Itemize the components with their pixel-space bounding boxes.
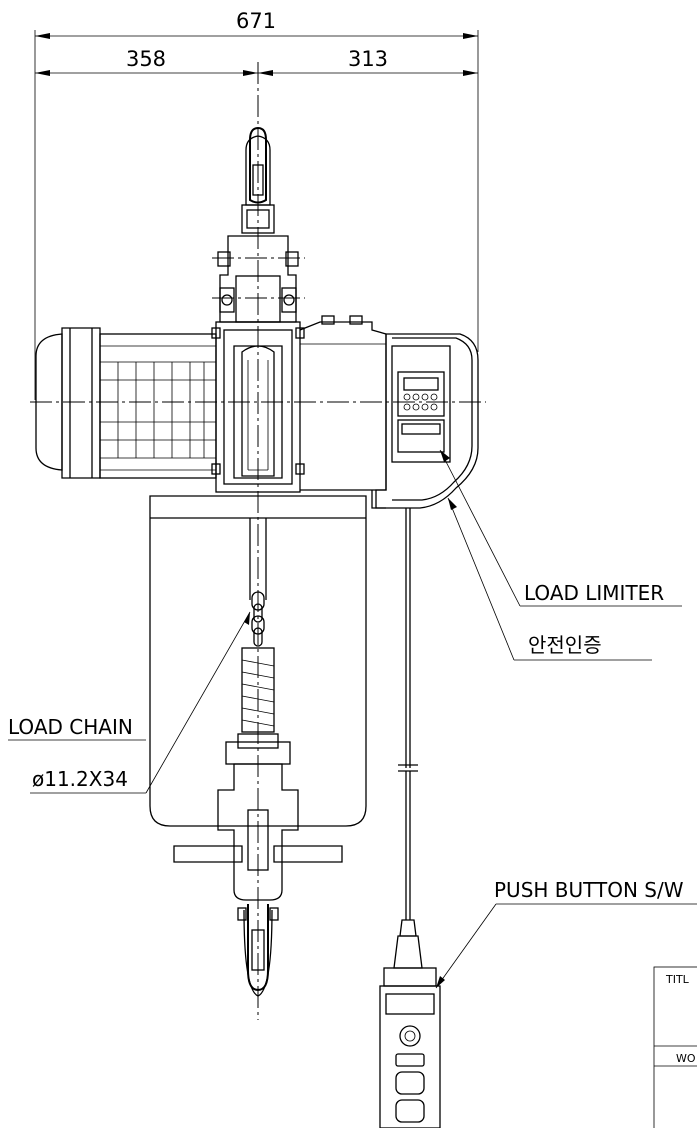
- gear-housing: [211, 321, 305, 493]
- bottom-hook-block: [173, 741, 343, 901]
- load-chain: [251, 591, 265, 647]
- load-chain-label: LOAD CHAIN: [8, 715, 133, 739]
- chain-spring: [237, 647, 279, 749]
- load-limiter-callout: LOAD LIMITER: [439, 449, 682, 607]
- gearbox-body: [299, 315, 387, 509]
- pendant-cable: [398, 508, 418, 920]
- right-dimension-text: 313: [348, 47, 388, 71]
- push-button-callout: PUSH BUTTON S/W: [435, 878, 697, 989]
- push-button-label: PUSH BUTTON S/W: [494, 878, 684, 902]
- overall-dimension: 671: [34, 9, 479, 400]
- display-panel: [397, 371, 445, 417]
- left-dimension: 358: [35, 47, 258, 76]
- safety-cert-callout: 안전인증: [447, 497, 652, 661]
- chain-bucket: [149, 495, 367, 827]
- load-chain-spec: ø11.2X34: [32, 767, 128, 791]
- left-dimension-text: 358: [126, 47, 166, 71]
- top-hook: [212, 126, 305, 299]
- title-block-title: TITL: [665, 973, 690, 986]
- load-chain-callout: LOAD CHAIN ø11.2X34: [8, 611, 251, 794]
- load-limiter-label: LOAD LIMITER: [524, 581, 664, 605]
- safety-cert-label: 안전인증: [528, 633, 602, 657]
- overall-dimension-text: 671: [236, 9, 276, 33]
- motor: [35, 327, 217, 479]
- push-button-pendant: [379, 919, 441, 1128]
- right-dimension: 313: [258, 47, 478, 76]
- title-block-work: WO: [676, 1052, 696, 1065]
- control-box: [375, 333, 479, 509]
- load-limiter-panel: [397, 419, 445, 453]
- title-block: TITL WO: [653, 966, 697, 1128]
- bottom-hook: [237, 904, 279, 997]
